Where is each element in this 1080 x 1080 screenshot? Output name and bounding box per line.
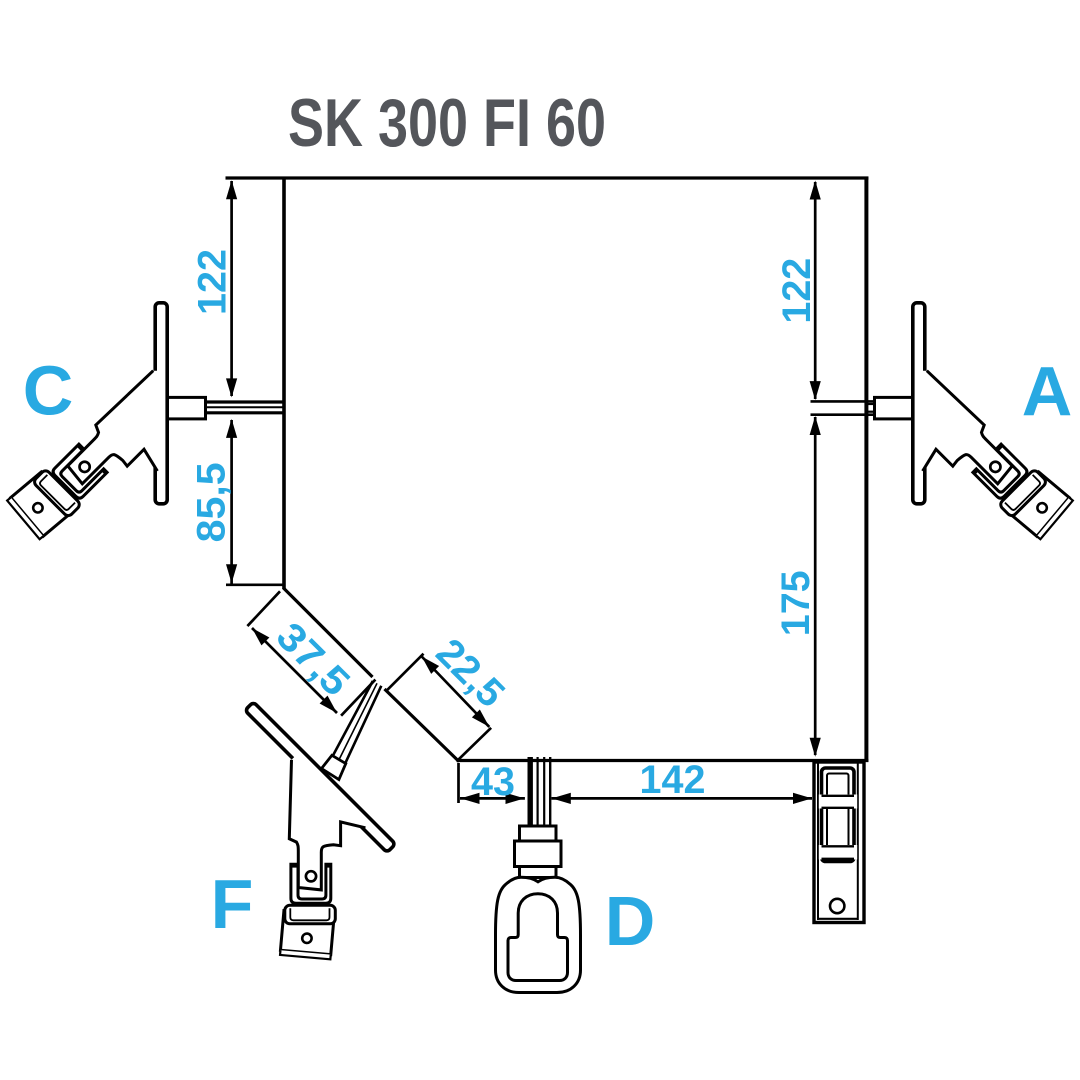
svg-text:142: 142: [640, 758, 706, 802]
svg-text:D: D: [605, 882, 656, 960]
svg-text:85,5: 85,5: [189, 462, 233, 542]
svg-text:F: F: [211, 865, 254, 943]
svg-text:22,5: 22,5: [428, 630, 514, 716]
svg-text:SK 300 FI 60: SK 300 FI 60: [288, 85, 606, 161]
svg-text:175: 175: [774, 570, 818, 636]
svg-text:C: C: [23, 352, 74, 430]
svg-text:A: A: [1022, 353, 1073, 431]
svg-text:122: 122: [191, 249, 235, 315]
svg-text:43: 43: [471, 760, 515, 804]
svg-text:122: 122: [775, 258, 819, 324]
svg-text:37,5: 37,5: [268, 614, 359, 705]
